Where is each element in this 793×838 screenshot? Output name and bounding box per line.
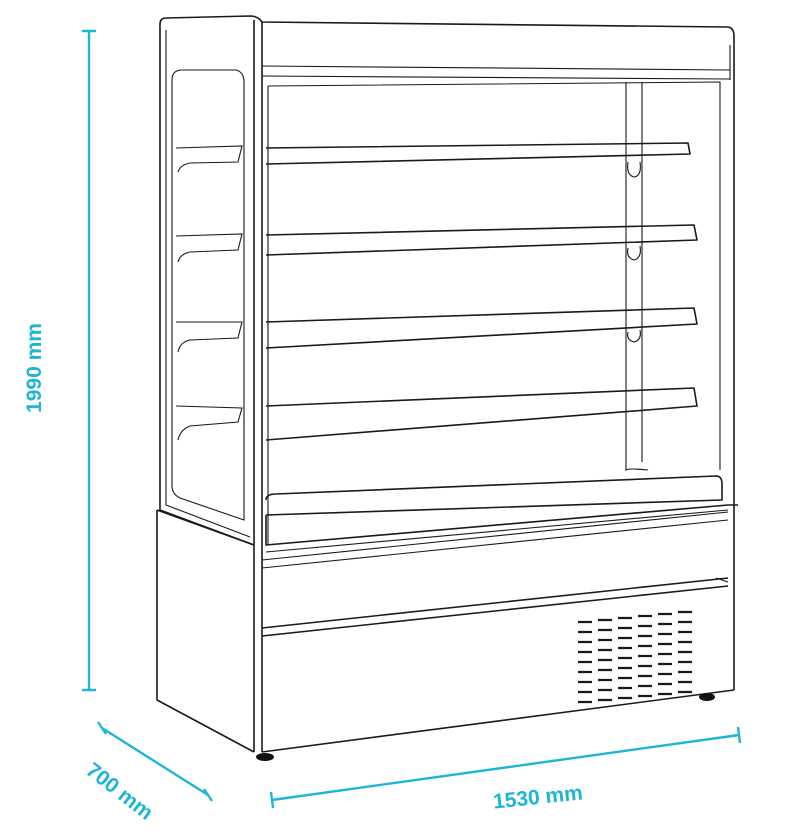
height-dimension-line <box>82 29 96 692</box>
width-dimension-line <box>269 726 742 809</box>
vent-slots <box>578 610 692 704</box>
cabinet-outline <box>156 15 738 761</box>
foot-right <box>699 693 715 701</box>
shelf-2 <box>175 224 698 263</box>
shelf-1 <box>175 142 691 178</box>
height-label: 1990 mm <box>22 323 46 413</box>
shelf-4 <box>175 387 698 441</box>
shelf-3 <box>176 307 698 353</box>
depth-dimension-line <box>97 721 213 802</box>
foot-left <box>256 753 274 761</box>
